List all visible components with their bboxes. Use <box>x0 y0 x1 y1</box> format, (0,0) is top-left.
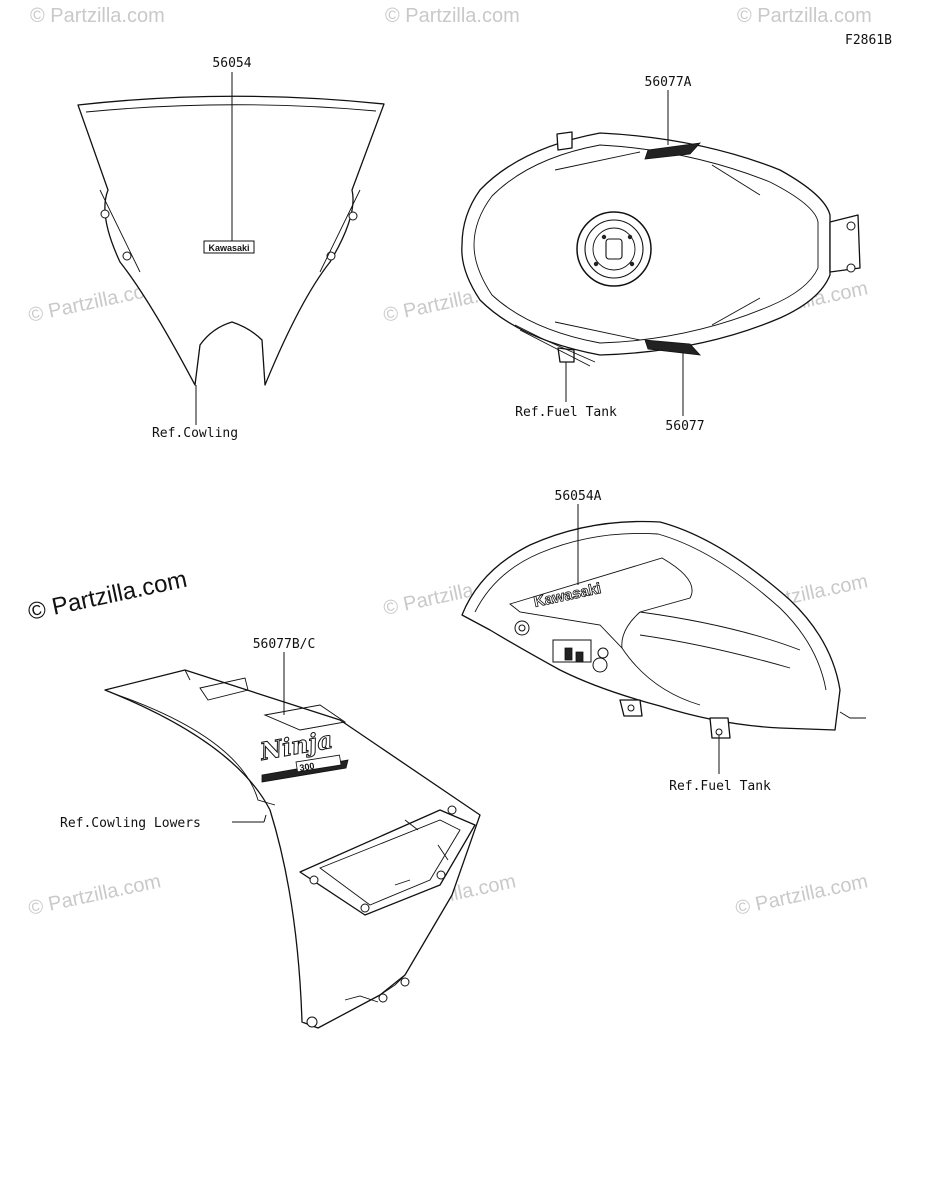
callout-tank-top-ref: Ref.Fuel Tank <box>515 405 617 420</box>
figure-code: F2861B <box>845 33 892 48</box>
tank-top-decal-a <box>644 142 702 160</box>
callout-tank-top-decal: 56077 <box>665 419 704 434</box>
watermark-text: © Partzilla.com <box>733 870 869 920</box>
cowl-model: 300 <box>299 761 315 773</box>
callout-tank-side-ref: Ref.Fuel Tank <box>669 779 771 794</box>
callout-cowling-lowers-ref: Ref.Cowling Lowers <box>60 816 201 831</box>
windshield-decal <box>203 240 255 254</box>
callout-cowling-ref: Ref.Cowling <box>152 426 238 441</box>
callout-cowling-lower-decal: 56077B/C <box>253 637 316 652</box>
windshield: Kawasaki <box>77 95 385 386</box>
windshield-logo: Kawasaki <box>208 243 249 253</box>
watermark-text: © Partzilla.com <box>385 5 520 27</box>
fuel-tank-side: Kawasaki <box>461 520 866 739</box>
watermark-text: © Partzilla.com <box>30 5 165 27</box>
main-watermark: © Partzilla.com <box>26 566 190 626</box>
cowling-lower: Ninja 300 <box>104 669 481 1029</box>
fuel-tank-top <box>461 131 861 367</box>
callout-windshield-decal: 56054 <box>212 56 251 71</box>
watermark-text: © Partzilla.com <box>737 5 872 27</box>
callout-tank-top-decal-a: 56077A <box>645 75 692 90</box>
watermark-text: © Partzilla.com <box>26 870 162 920</box>
tank-top-decal <box>644 339 702 356</box>
callout-tank-side-decal: 56054A <box>555 489 602 504</box>
